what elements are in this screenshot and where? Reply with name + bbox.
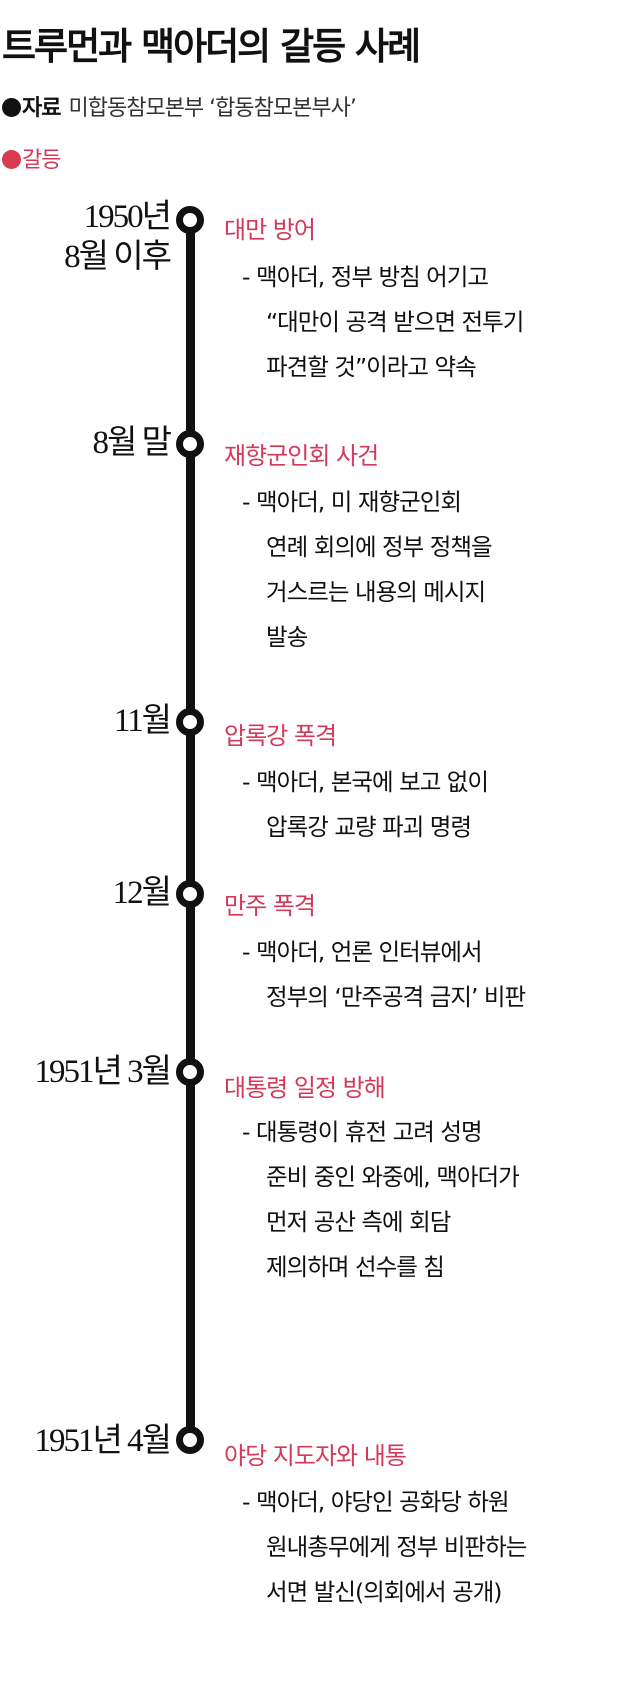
desc-line: - 대통령이 휴전 고려 성명 (242, 1118, 483, 1146)
date-line: 8월 말 (92, 425, 172, 461)
desc-line: 압록강 교량 파괴 명령 (266, 813, 472, 841)
date-line: 8월 이후 (64, 238, 172, 275)
event-title: 만주 폭격 (224, 892, 316, 920)
date-line: 11월 (113, 703, 172, 739)
event-description: - 맥아더, 본국에 보고 없이 압록강 교량 파괴 명령 (242, 760, 489, 850)
timeline-node-icon (176, 708, 204, 736)
event-description: - 맥아더, 미 재향군인회 연례 회의에 정부 정책을 거스르는 내용의 메시… (242, 480, 493, 660)
desc-line: 거스르는 내용의 메시지 (266, 578, 486, 606)
legend: 갈등 (2, 142, 61, 174)
event-date: 8월 말 (92, 424, 172, 464)
event-title: 대통령 일정 방해 (224, 1074, 386, 1102)
date-line: 1951년 4월 (34, 1423, 172, 1459)
desc-line: 먼저 공산 측에 회담 (266, 1208, 451, 1236)
event-date: 1951년 3월 (34, 1053, 172, 1093)
source-label: 자료 (22, 96, 61, 121)
desc-line: 발송 (266, 623, 308, 651)
desc-line: “대만이 공격 받으면 전투기 (266, 308, 524, 336)
event-description: - 맥아더, 야당인 공화당 하원 원내총무에게 정부 비판하는 서면 발신(의… (242, 1480, 527, 1615)
desc-line: 파견할 것”이라고 약속 (266, 353, 477, 381)
desc-line: 원내총무에게 정부 비판하는 (266, 1533, 527, 1561)
date-line: 12월 (112, 875, 172, 911)
desc-line: 연례 회의에 정부 정책을 (266, 533, 493, 561)
event-date: 12월 (112, 874, 172, 914)
timeline-line (186, 224, 195, 1442)
event-date: 1950년 8월 이후 (64, 198, 172, 277)
date-line: 1951년 3월 (34, 1054, 172, 1090)
desc-line: - 맥아더, 야당인 공화당 하원 (242, 1488, 510, 1516)
timeline-node-icon (176, 1058, 204, 1086)
desc-line: - 맥아더, 본국에 보고 없이 (242, 768, 489, 796)
event-title: 야당 지도자와 내통 (224, 1442, 407, 1470)
desc-line: 정부의 ‘만주공격 금지’ 비판 (266, 983, 526, 1011)
timeline-node-icon (176, 430, 204, 458)
legend-label: 갈등 (22, 148, 61, 173)
event-title: 재향군인회 사건 (224, 442, 379, 470)
legend-red-dot-icon (2, 150, 21, 169)
event-title: 압록강 폭격 (224, 722, 337, 750)
timeline-node-icon (176, 206, 204, 234)
event-description: - 맥아더, 언론 인터뷰에서 정부의 ‘만주공격 금지’ 비판 (242, 930, 526, 1020)
event-description: - 대통령이 휴전 고려 성명 준비 중인 와중에, 맥아더가 먼저 공산 측에… (242, 1110, 520, 1290)
source-note: 자료 미합동참모본부 ‘합동참모본부사’ (2, 90, 357, 122)
desc-line: - 맥아더, 미 재향군인회 (242, 488, 462, 516)
desc-line: - 맥아더, 정부 방침 어기고 (242, 263, 489, 291)
event-date: 1951년 4월 (34, 1422, 172, 1462)
event-date: 11월 (113, 702, 172, 742)
timeline-node-icon (176, 1426, 204, 1454)
source-text: 미합동참모본부 ‘합동참모본부사’ (68, 96, 356, 121)
bullet-black-icon (2, 98, 21, 117)
desc-line: 준비 중인 와중에, 맥아더가 (266, 1163, 520, 1191)
date-line: 1950년 (83, 199, 172, 235)
desc-line: 제의하며 선수를 침 (266, 1253, 445, 1281)
event-title: 대만 방어 (224, 216, 316, 244)
desc-line: 서면 발신(의회에서 공개) (266, 1578, 502, 1606)
event-description: - 맥아더, 정부 방침 어기고 “대만이 공격 받으면 전투기 파견할 것”이… (242, 255, 524, 390)
timeline-node-icon (176, 880, 204, 908)
desc-line: - 맥아더, 언론 인터뷰에서 (242, 938, 483, 966)
page-title: 트루먼과 맥아더의 갈등 사례 (2, 25, 421, 68)
